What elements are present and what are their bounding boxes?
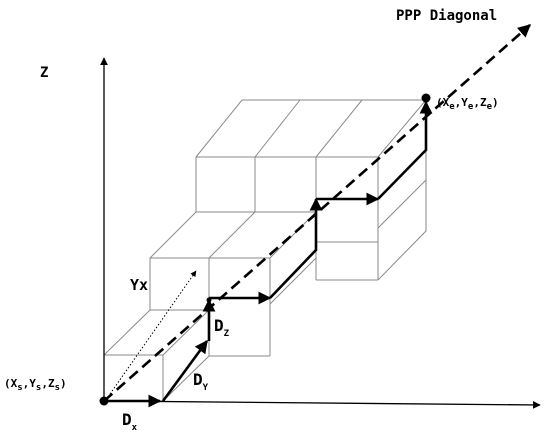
end-point-label: (Xe,Ye,Ze)	[436, 96, 499, 112]
z-axis-label: Z	[40, 65, 48, 81]
step-7	[377, 100, 433, 200]
step-dy	[161, 339, 209, 402]
dy-label: DY	[193, 370, 209, 393]
box-row1-front	[103, 354, 164, 402]
yx-label: Yx	[130, 276, 148, 294]
dz-label: DZ	[214, 316, 230, 339]
axes	[100, 57, 541, 409]
x-axis-line	[103, 400, 541, 409]
dx-label: Dx	[122, 410, 138, 433]
box-row2-front	[149, 257, 271, 357]
step-5	[269, 197, 323, 299]
yx-dotted-arrow	[109, 270, 197, 395]
mid-point-dot	[206, 297, 212, 303]
box-row2-top	[149, 211, 318, 259]
end-point-dot	[421, 93, 431, 103]
diagonal-label: PPP Diagonal	[396, 8, 497, 24]
ppp-diagonal-arrow	[103, 24, 531, 402]
start-point-dot	[99, 396, 109, 406]
start-point-label: (Xs,Ys,Zs)	[4, 377, 67, 393]
box-row3-top	[195, 99, 428, 158]
step-path	[104, 100, 433, 408]
box-row1-top	[103, 309, 211, 356]
box-grid	[103, 99, 428, 402]
box-row3-front	[195, 156, 379, 281]
